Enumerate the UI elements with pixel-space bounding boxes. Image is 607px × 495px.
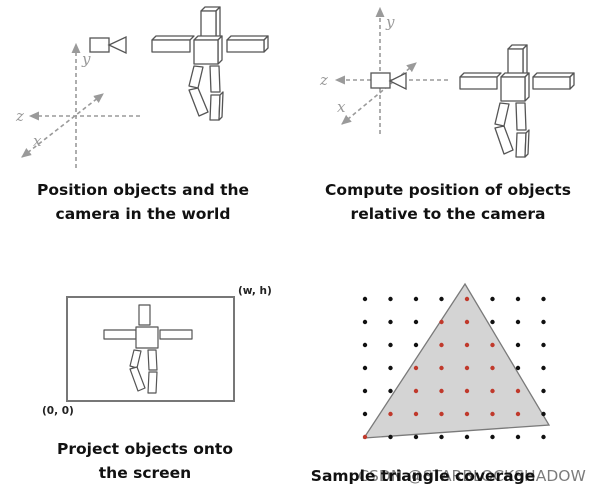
sample-dot-uncovered — [362, 342, 368, 348]
coverage-triangle — [362, 282, 551, 439]
sample-dot-uncovered — [413, 434, 419, 440]
world-caption-line1: Position objects and the — [37, 181, 249, 199]
sample-dot-uncovered — [515, 434, 521, 440]
world-camera-icon — [89, 35, 127, 55]
world-caption-line2: camera in the world — [56, 205, 231, 223]
sample-dot-uncovered — [388, 434, 393, 440]
sample-dot-covered — [464, 319, 470, 325]
sample-dot-uncovered — [490, 319, 495, 325]
sample-dot-covered — [464, 342, 470, 348]
camera-z-label: z — [319, 71, 328, 89]
sample-dot-covered — [464, 388, 470, 394]
sample-dot-uncovered — [541, 296, 546, 302]
sample-dot-covered — [439, 388, 444, 394]
sample-dot-uncovered — [515, 319, 521, 325]
sample-dot-uncovered — [362, 388, 368, 394]
sample-dot-uncovered — [541, 319, 546, 325]
sample-dot-uncovered — [515, 296, 521, 302]
sample-dot-uncovered — [515, 342, 521, 348]
sample-dot-uncovered — [541, 342, 546, 348]
sample-dot-covered — [490, 411, 495, 417]
camera-caption-line2: relative to the camera — [351, 205, 546, 223]
camera-caption-line1: Compute position of objects — [325, 181, 571, 199]
sample-dot-covered — [413, 388, 419, 394]
world-y-label: y — [81, 50, 91, 68]
screen-origin-label: (0, 0) — [42, 405, 74, 417]
sample-dot-covered — [515, 411, 521, 417]
sample-dot-uncovered — [388, 365, 393, 371]
camera-x-label: x — [337, 98, 346, 116]
camera-robot — [459, 44, 575, 158]
sample-dot-covered — [490, 342, 495, 348]
sample-dot-uncovered — [413, 296, 419, 302]
sample-dot-covered — [490, 365, 495, 371]
sample-dot-uncovered — [515, 365, 521, 371]
sample-dot-uncovered — [541, 411, 546, 417]
camera-camera-icon — [370, 71, 407, 91]
sample-dot-uncovered — [413, 319, 419, 325]
sample-dot-uncovered — [362, 365, 368, 371]
sample-dot-uncovered — [362, 319, 368, 325]
sample-dot-uncovered — [413, 342, 419, 348]
sample-dot-uncovered — [362, 296, 368, 302]
sample-dot-covered — [413, 411, 419, 417]
sample-dot-uncovered — [388, 319, 393, 325]
screen-robot — [103, 304, 193, 394]
sample-dot-covered — [490, 388, 495, 394]
sample-dot-covered — [439, 365, 444, 371]
sample-dot-uncovered — [490, 434, 495, 440]
world-x-label: x — [33, 132, 42, 150]
sample-dot-uncovered — [464, 434, 470, 440]
sample-dot-uncovered — [439, 296, 444, 302]
screen-corner-label: (w, h) — [238, 285, 272, 297]
world-panel: y z x — [15, 6, 269, 223]
coverage-panel: Sample triangle coverage CSDN @STARBLOCK… — [311, 282, 586, 485]
sample-dot-uncovered — [388, 388, 393, 394]
sample-dot-covered — [515, 388, 521, 394]
sample-dot-covered — [464, 296, 470, 302]
sample-dot-covered — [439, 411, 444, 417]
camera-panel: y z x Compute position of objects r — [319, 6, 575, 223]
sample-dot-covered — [464, 365, 470, 371]
world-z-label: z — [15, 107, 24, 125]
sample-dot-uncovered — [541, 434, 546, 440]
camera-x-axis — [341, 62, 417, 125]
world-x-axis — [21, 93, 104, 158]
sample-dot-covered — [439, 342, 444, 348]
sample-dot-covered — [464, 411, 470, 417]
screen-caption-line2: the screen — [99, 464, 191, 482]
watermark-text: CSDN @STARBLOCKSHADOW — [358, 467, 586, 485]
world-axes — [21, 42, 140, 168]
sample-dot-covered — [388, 411, 393, 417]
sample-dot-uncovered — [490, 296, 495, 302]
sample-dot-covered — [439, 319, 444, 325]
world-robot — [151, 6, 269, 121]
screen-caption-line1: Project objects onto — [57, 440, 233, 458]
sample-dot-uncovered — [439, 434, 444, 440]
coverage-sample-grid — [362, 296, 546, 440]
camera-y-label: y — [385, 13, 395, 31]
screen-panel: (w, h) (0, 0) Project objects onto the s… — [42, 285, 272, 482]
sample-dot-uncovered — [362, 411, 368, 417]
sample-dot-uncovered — [388, 342, 393, 348]
sample-dot-covered — [362, 434, 368, 440]
coverage-caption: Sample triangle coverage — [311, 467, 535, 485]
sample-dot-uncovered — [388, 296, 393, 302]
sample-dot-covered — [413, 365, 419, 371]
sample-dot-uncovered — [541, 388, 546, 394]
sample-dot-uncovered — [541, 365, 546, 371]
